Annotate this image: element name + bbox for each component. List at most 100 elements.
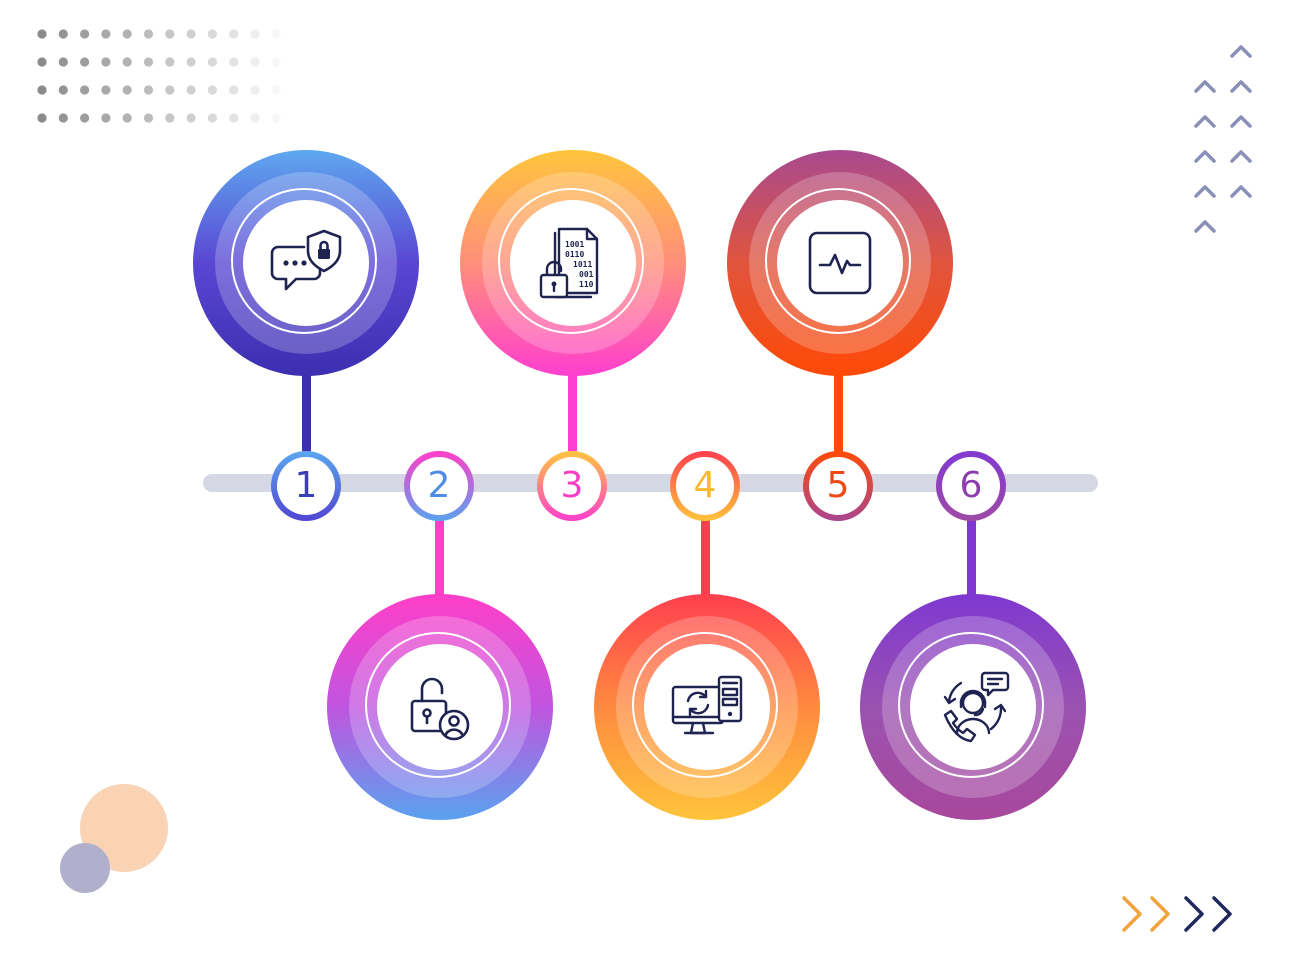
decorative-dot <box>207 29 217 39</box>
step-number-badge: 4 <box>670 451 740 521</box>
chevron-up-icon <box>1230 80 1252 93</box>
orange-chevron-right-icon <box>1122 896 1142 932</box>
decorative-dot <box>229 113 239 123</box>
customer-support-icon <box>943 671 1010 743</box>
connector-step-2 <box>435 514 444 600</box>
step-number-badge: 6 <box>936 451 1006 521</box>
activity-monitor-icon <box>808 231 872 295</box>
decorative-dot <box>207 85 217 95</box>
decorative-dot <box>122 113 132 123</box>
decorative-bubbles <box>60 784 168 893</box>
step-number-badge: 2 <box>404 451 474 521</box>
svg-text:110: 110 <box>579 280 594 289</box>
decorative-dot <box>101 29 111 39</box>
decorative-dot <box>80 29 90 39</box>
decorative-dot <box>101 85 111 95</box>
decorative-dot <box>271 29 281 39</box>
decorative-dot <box>250 29 260 39</box>
decorative-dot <box>80 85 90 95</box>
decorative-dot <box>229 57 239 67</box>
navy-chevron-right-icon <box>1212 896 1232 932</box>
chevron-up-icon <box>1194 115 1216 128</box>
decorative-dot <box>186 29 196 39</box>
svg-text:1001: 1001 <box>565 240 584 249</box>
decorative-dot <box>143 85 154 95</box>
decorative-dot <box>37 85 47 95</box>
step-number: 2 <box>410 457 468 515</box>
decorative-dot-grid <box>37 29 281 123</box>
decorative-dot <box>101 57 111 67</box>
decorative-dot <box>271 113 281 123</box>
chevron-up-icon <box>1194 80 1216 93</box>
decorative-dot <box>229 85 239 95</box>
decorative-dot <box>165 85 175 95</box>
step-number-badge: 3 <box>537 451 607 521</box>
step-number: 4 <box>676 457 734 515</box>
decorative-dot <box>186 85 196 95</box>
decorative-dot <box>165 29 175 39</box>
svg-text:1011: 1011 <box>573 260 592 269</box>
step-number-badge: 1 <box>271 451 341 521</box>
decorative-dot <box>165 113 175 123</box>
decorative-dot <box>250 57 260 67</box>
decorative-dot <box>122 29 132 39</box>
decorative-forward-arrows <box>1122 896 1232 932</box>
decorative-dot <box>37 29 47 39</box>
decorative-dot <box>229 29 239 39</box>
unlock-user-icon <box>410 677 470 741</box>
chat-shield-lock-icon <box>270 229 342 291</box>
decorative-dot <box>37 113 47 123</box>
decorative-dot <box>122 57 132 67</box>
chevron-up-icon <box>1194 185 1216 198</box>
connector-step-4 <box>701 514 710 600</box>
decorative-dot <box>101 113 111 123</box>
computer-sync-icon <box>671 675 743 735</box>
chevron-up-icon <box>1230 150 1252 163</box>
step-number: 3 <box>543 457 601 515</box>
connector-step-6 <box>967 514 976 600</box>
binary-file-lock-icon: 1001 0110 1011 001 110 <box>539 227 599 299</box>
connector-step-5 <box>834 370 843 454</box>
step-5-circle <box>727 150 953 376</box>
decorative-dot <box>58 29 68 39</box>
step-number: 1 <box>277 457 335 515</box>
decorative-chevron-pattern <box>1194 45 1252 233</box>
decorative-dot <box>122 85 132 95</box>
step-4-circle <box>594 594 820 820</box>
step-1-circle <box>193 150 419 376</box>
chevron-up-icon <box>1230 115 1252 128</box>
decorative-dot <box>271 85 281 95</box>
chevron-up-icon <box>1230 185 1252 198</box>
decorative-dot <box>80 113 90 123</box>
chevron-up-icon <box>1194 150 1216 163</box>
chevron-up-icon <box>1230 45 1252 58</box>
step-2-circle <box>327 594 553 820</box>
step-6-circle <box>860 594 1086 820</box>
step-number-badge: 5 <box>803 451 873 521</box>
decorative-dot <box>271 57 281 67</box>
decorative-dot <box>165 57 175 67</box>
decorative-dot <box>186 113 196 123</box>
decorative-dot <box>250 85 260 95</box>
navy-chevron-right-icon <box>1184 896 1204 932</box>
step-number: 6 <box>942 457 1000 515</box>
decorative-dot <box>143 57 154 67</box>
decorative-dot <box>58 85 68 95</box>
lavender-bubble <box>60 843 110 893</box>
decorative-dot <box>207 57 217 67</box>
step-number: 5 <box>809 457 867 515</box>
orange-chevron-right-icon <box>1150 896 1170 932</box>
decorative-dot <box>37 57 47 67</box>
step-3-circle: 1001 0110 1011 001 110 <box>460 150 686 376</box>
decorative-dot <box>143 29 154 39</box>
decorative-dot <box>80 57 90 67</box>
svg-text:0110: 0110 <box>565 250 584 259</box>
decorative-dot <box>143 113 154 123</box>
chevron-up-icon <box>1194 220 1216 233</box>
decorative-dot <box>186 57 196 67</box>
connector-step-3 <box>568 370 577 454</box>
svg-text:001: 001 <box>579 270 594 279</box>
decorative-dot <box>207 113 217 123</box>
decorative-dot <box>250 113 260 123</box>
decorative-dot <box>58 113 68 123</box>
